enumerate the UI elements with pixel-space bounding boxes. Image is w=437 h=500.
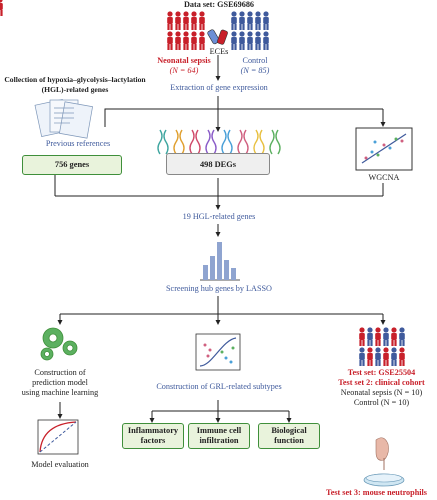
biological-line2: function bbox=[274, 436, 304, 445]
sepsis-count: (N = 64) bbox=[169, 66, 199, 75]
test-set-1: Test set: GSE25504 bbox=[347, 368, 416, 377]
bar-chart-icon bbox=[200, 242, 240, 281]
biological-function-box: Biological function bbox=[258, 423, 320, 449]
model-line2: prediction model bbox=[32, 378, 88, 387]
hgl-genes-label: 19 HGL-related genes bbox=[182, 212, 256, 221]
sepsis-label: Neonatal sepsis bbox=[157, 56, 211, 65]
documents-icon bbox=[34, 99, 93, 139]
test-set-2: Test set 2: clinical cohort bbox=[338, 378, 425, 387]
extraction-label: Extraction of gene expression bbox=[170, 83, 268, 92]
immune-infiltration-box: Immune cell infiltration bbox=[188, 423, 250, 449]
degs-box: 498 DEGs bbox=[166, 153, 270, 175]
biological-line1: Biological bbox=[271, 426, 307, 436]
lasso-label: Screening hub genes by LASSO bbox=[166, 284, 272, 293]
dna-strands-icon bbox=[157, 129, 281, 155]
blood-tube-icon bbox=[207, 29, 228, 45]
inflammatory-line2: factors bbox=[140, 436, 166, 445]
control-count: (N = 85) bbox=[240, 66, 270, 75]
people-grid-red bbox=[167, 11, 205, 50]
roc-curve-icon bbox=[37, 419, 79, 455]
model-line3: using machine learning bbox=[21, 388, 99, 397]
immune-line2: infiltration bbox=[199, 436, 239, 445]
testset-people-icon bbox=[359, 327, 405, 366]
dataset-title: Data set: GSE69686 bbox=[183, 0, 255, 9]
hgl-title-line2: (HGL)-related genes bbox=[41, 85, 109, 94]
test-sepsis-count: Neonatal sepsis (N = 10) bbox=[340, 388, 423, 397]
test-set-3: Test set 3: mouse neutrophils bbox=[326, 488, 427, 497]
hgl-title-line1: Collection of hypoxia–glycolysis–lactyla… bbox=[4, 75, 146, 84]
sepsis-people-icon bbox=[0, 0, 3, 16]
model-evaluation-label: Model evaluation bbox=[31, 460, 89, 469]
wgcna-label: WGCNA bbox=[368, 173, 400, 182]
eces-label: ECEs bbox=[209, 47, 229, 56]
model-line1: Construction of bbox=[34, 368, 86, 377]
references-label: Previous references bbox=[45, 139, 111, 148]
gears-icon bbox=[40, 327, 78, 361]
mouse-dish-icon bbox=[363, 437, 405, 487]
inflammatory-line1: Inflammatory bbox=[127, 426, 179, 436]
subtypes-label: Construction of GRL-related subtypes bbox=[156, 382, 282, 391]
subtype-scatter-icon bbox=[195, 333, 241, 371]
immune-line1: Immune cell bbox=[196, 426, 242, 436]
control-label: Control bbox=[242, 56, 268, 65]
hgl-genes-box: 756 genes bbox=[22, 155, 122, 175]
wgcna-plot-icon bbox=[355, 127, 413, 171]
people-grid-blue bbox=[231, 11, 269, 50]
inflammatory-factors-box: Inflammatory factors bbox=[122, 423, 184, 449]
test-control-count: Control (N = 10) bbox=[353, 398, 410, 407]
connector-extraction-left bbox=[104, 96, 219, 127]
